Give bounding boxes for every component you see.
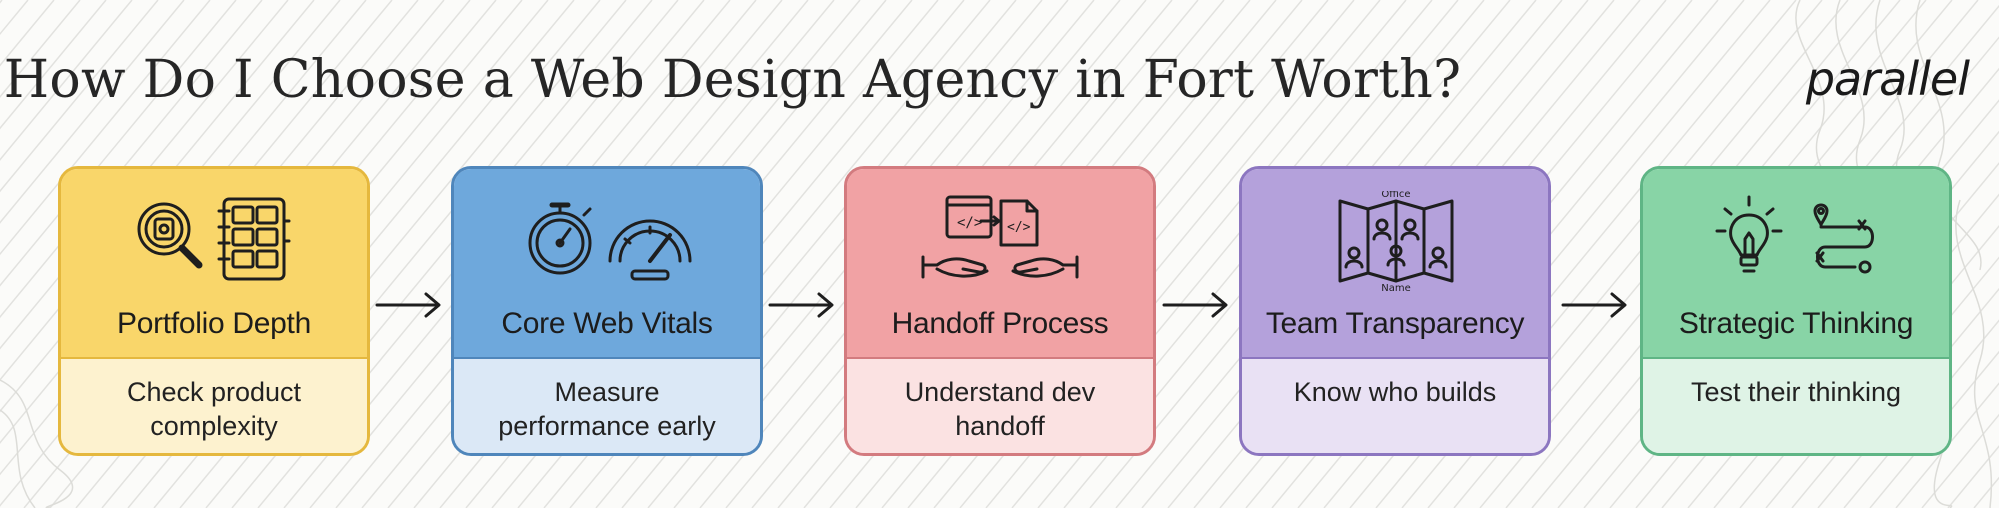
card-title: Core Web Vitals [501,307,713,340]
card-header: Office Name Team Transparency [1242,169,1548,357]
card-description: Measure performance early [498,377,716,441]
card-header: Core Web Vitals [454,169,760,357]
card-description: Check product complexity [126,377,302,441]
card-core-web-vitals: Core Web Vitals Measure performance earl… [451,166,763,456]
card-description: Test their thinking [1690,377,1902,407]
card-title: Strategic Thinking [1678,307,1914,340]
map-label-office: Office [1381,191,1410,200]
code-handoff-icon: </> </> [915,191,1085,296]
card-title: Team Transparency [1265,307,1525,340]
card-portfolio-depth: Portfolio Depth Check product complexity [58,166,370,456]
card-description: Know who builds [1293,377,1497,407]
arrow-right-icon [1561,292,1627,318]
page-title: How Do I Choose a Web Design Agency in F… [3,50,1462,110]
card-description: Understand dev handoff [904,377,1096,441]
card-strategic-thinking: Strategic Thinking Test their thinking [1640,166,1952,456]
card-title: Handoff Process [891,307,1109,340]
portfolio-magnifier-icon [129,191,299,296]
map-label-name: Name [1381,283,1411,291]
arrow-right-icon [1162,292,1228,318]
card-header: Strategic Thinking [1643,169,1949,357]
card-body: Know who builds [1242,357,1548,453]
card-header: Portfolio Depth [61,169,367,357]
card-body: Measure performance early [454,357,760,453]
arrow-right-icon [768,292,834,318]
team-map-icon: Office Name [1310,189,1480,296]
parallel-logo[interactable]: parallel [1805,52,1970,106]
card-title: Portfolio Depth [117,307,311,340]
card-handoff-process: </> </> Handoff Process Understand dev h… [844,166,1156,456]
card-body: Test their thinking [1643,357,1949,453]
card-body: Understand dev handoff [847,357,1153,453]
lightbulb-roadmap-icon [1711,191,1881,296]
arrow-right-icon [375,292,441,318]
card-body: Check product complexity [61,357,367,453]
stopwatch-gauge-icon [522,191,692,296]
svg-text:</>: </> [1007,220,1031,235]
card-team-transparency: Office Name Team Transparency Know who b… [1239,166,1551,456]
svg-text:</>: </> [957,215,982,231]
card-header: </> </> Handoff Process [847,169,1153,357]
